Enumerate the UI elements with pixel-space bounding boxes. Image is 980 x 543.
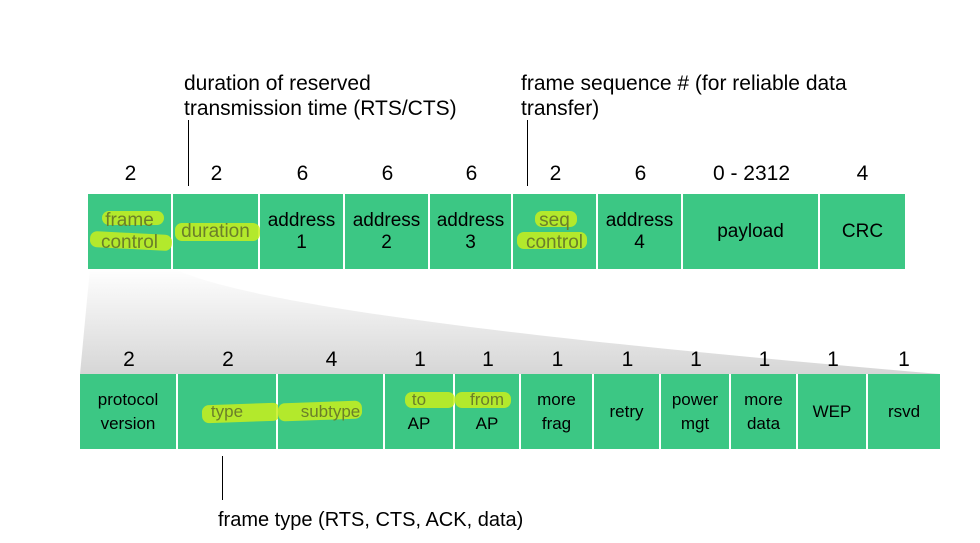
control-size: 1 xyxy=(898,348,910,371)
field-label-line: type xyxy=(210,401,244,421)
field-more-data: more data xyxy=(731,374,798,449)
field-label-line: rsvd xyxy=(887,401,921,421)
field-label-line: frame xyxy=(105,209,154,231)
field-label-line: frag xyxy=(541,413,572,433)
field-rsvd: rsvd xyxy=(868,374,940,449)
field-label-line: address xyxy=(352,209,421,231)
field-label-line: AP xyxy=(475,413,499,433)
field-label-line: 1 xyxy=(296,231,307,253)
field-label-line: address xyxy=(605,209,674,231)
field-label-line: version xyxy=(100,413,156,433)
duration-pointer-line xyxy=(188,120,189,186)
field-label-line: data xyxy=(746,413,781,433)
control-size-row: 2 2 4 1 1 1 1 1 1 1 1 xyxy=(80,348,940,372)
field-power-mgt: power mgt xyxy=(661,374,731,449)
field-label-line: payload xyxy=(717,220,784,242)
sequence-annotation-line1: frame sequence # (for reliable data xyxy=(521,72,847,95)
control-size: 1 xyxy=(827,348,839,371)
control-size: 1 xyxy=(758,348,771,371)
field-label-line: 3 xyxy=(465,231,476,253)
field-label-line: more xyxy=(537,389,576,409)
control-size: 1 xyxy=(551,348,564,371)
frame-size: 0 - 2312 xyxy=(712,162,791,185)
control-size: 4 xyxy=(325,348,338,371)
field-label-line: CRC xyxy=(841,220,884,242)
frame-size: 4 xyxy=(856,162,869,185)
control-size: 2 xyxy=(123,348,135,371)
field-payload: payload xyxy=(683,194,820,269)
control-size: 1 xyxy=(690,348,702,371)
frame-type-pointer-line xyxy=(222,456,223,500)
field-protocol-version: protocol version xyxy=(80,374,178,449)
field-label-line: address xyxy=(267,209,336,231)
duration-annotation-line2: transmission time (RTS/CTS) xyxy=(184,97,457,120)
field-label-line: control xyxy=(100,231,159,253)
field-label-line: more xyxy=(744,389,783,409)
field-label-line: 4 xyxy=(634,231,645,253)
duration-annotation: duration of reserved transmission time (… xyxy=(184,71,457,121)
field-retry: retry xyxy=(594,374,661,449)
field-label-line: power xyxy=(671,389,719,409)
duration-annotation-line1: duration of reserved xyxy=(184,72,371,95)
field-label-line: protocol xyxy=(97,389,159,409)
field-label-line: from xyxy=(470,389,504,409)
control-size: 2 xyxy=(222,348,234,371)
frame-size: 6 xyxy=(381,162,394,185)
control-size: 1 xyxy=(414,348,426,371)
sequence-pointer-line xyxy=(527,120,528,186)
field-more-frag: more frag xyxy=(521,374,594,449)
field-label-line: to xyxy=(411,389,427,409)
frame-size: 6 xyxy=(465,162,478,185)
field-label-line: control xyxy=(525,231,584,253)
field-crc: CRC xyxy=(820,194,905,269)
field-label-line: 2 xyxy=(381,231,392,253)
field-subtype: subtype xyxy=(277,374,385,449)
frame-size: 6 xyxy=(634,162,647,185)
control-size: 1 xyxy=(482,348,494,371)
sequence-annotation-line2: transfer) xyxy=(521,97,600,120)
frame-size-row: 2 2 6 6 6 2 6 0 - 2312 4 xyxy=(88,162,905,186)
frame-size: 6 xyxy=(296,162,309,185)
field-label-line: address xyxy=(436,209,505,231)
frame-size: 2 xyxy=(124,162,137,185)
field-label-line: duration xyxy=(181,220,250,242)
frame-type-annotation: frame type (RTS, CTS, ACK, data) xyxy=(218,509,524,531)
field-type: type xyxy=(178,374,281,449)
control-size: 1 xyxy=(621,348,634,371)
field-wep: WEP xyxy=(798,374,868,449)
field-label-line: WEP xyxy=(812,401,852,421)
sequence-annotation: frame sequence # (for reliable data tran… xyxy=(521,71,847,121)
field-label-line: seq xyxy=(539,209,570,231)
field-label-line: subtype xyxy=(300,401,361,421)
frame-size: 2 xyxy=(549,162,562,185)
frame-size: 2 xyxy=(210,162,223,185)
field-duration: duration xyxy=(173,194,260,269)
field-label-line: retry xyxy=(609,401,644,421)
field-label-line: AP xyxy=(407,413,431,433)
field-label-line: mgt xyxy=(680,413,710,433)
